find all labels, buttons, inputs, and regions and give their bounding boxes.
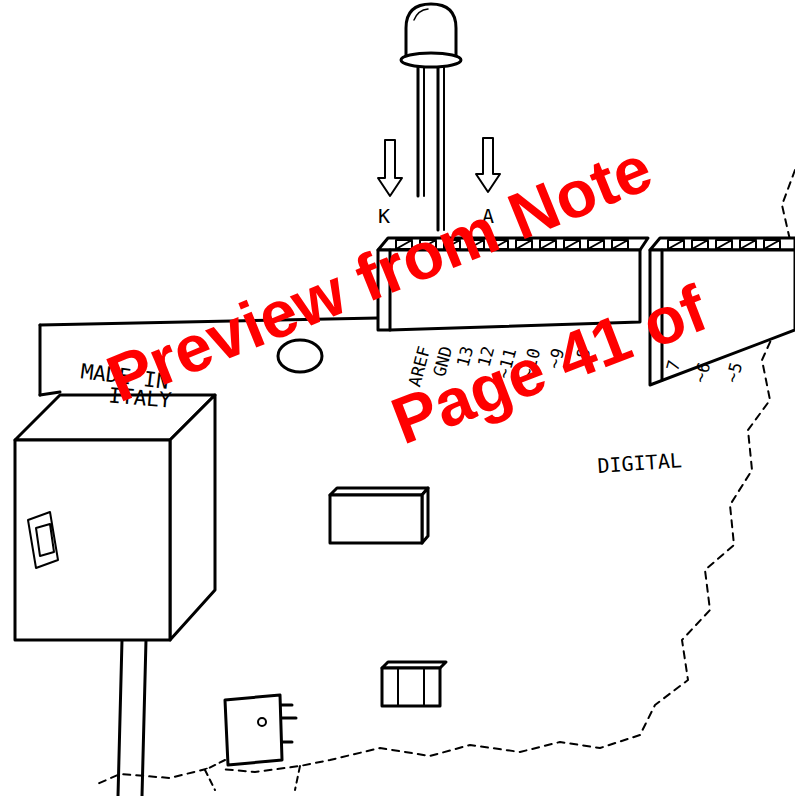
chip-body bbox=[330, 495, 422, 543]
pin-name: ~6 bbox=[692, 360, 714, 384]
torn-edge bbox=[205, 760, 225, 790]
board-edge bbox=[40, 392, 60, 395]
pin-hole bbox=[716, 240, 732, 249]
usb-port bbox=[28, 512, 58, 568]
usb-cable bbox=[118, 640, 146, 796]
led-anode-leg bbox=[437, 66, 440, 230]
pin-hole bbox=[692, 240, 708, 249]
pin-name: 7 bbox=[664, 358, 683, 372]
led-flange bbox=[401, 53, 461, 67]
header-top bbox=[650, 238, 795, 250]
pin-hole bbox=[564, 240, 580, 249]
usb-connector bbox=[15, 395, 215, 796]
pin-name: ~5 bbox=[724, 360, 746, 384]
led-highlight bbox=[414, 9, 428, 20]
chip bbox=[330, 488, 428, 543]
header-label: DIGITAL bbox=[597, 450, 682, 476]
led bbox=[401, 4, 461, 230]
led-dome bbox=[406, 4, 456, 58]
led-cathode-leg bbox=[423, 66, 425, 196]
component-band bbox=[398, 668, 424, 706]
pin-hole bbox=[588, 240, 604, 249]
led-anode-leg bbox=[443, 66, 445, 230]
insert-arrow bbox=[378, 140, 402, 196]
led-cathode-leg bbox=[417, 66, 420, 196]
pin-hole bbox=[764, 240, 780, 249]
regulator bbox=[205, 695, 296, 790]
pin-polarity-label: K bbox=[378, 206, 390, 226]
regulator-body bbox=[225, 695, 282, 765]
pin-hole bbox=[740, 240, 756, 249]
usb-front bbox=[15, 440, 170, 640]
smd-component bbox=[382, 662, 446, 706]
regulator-hole bbox=[258, 718, 266, 726]
component-body bbox=[382, 668, 440, 706]
usb-side bbox=[170, 395, 215, 640]
torn-edge bbox=[295, 766, 300, 790]
board-edge bbox=[39, 325, 42, 395]
pin-hole bbox=[668, 240, 684, 249]
pin-hole bbox=[612, 240, 628, 249]
insert-arrow bbox=[476, 138, 500, 192]
